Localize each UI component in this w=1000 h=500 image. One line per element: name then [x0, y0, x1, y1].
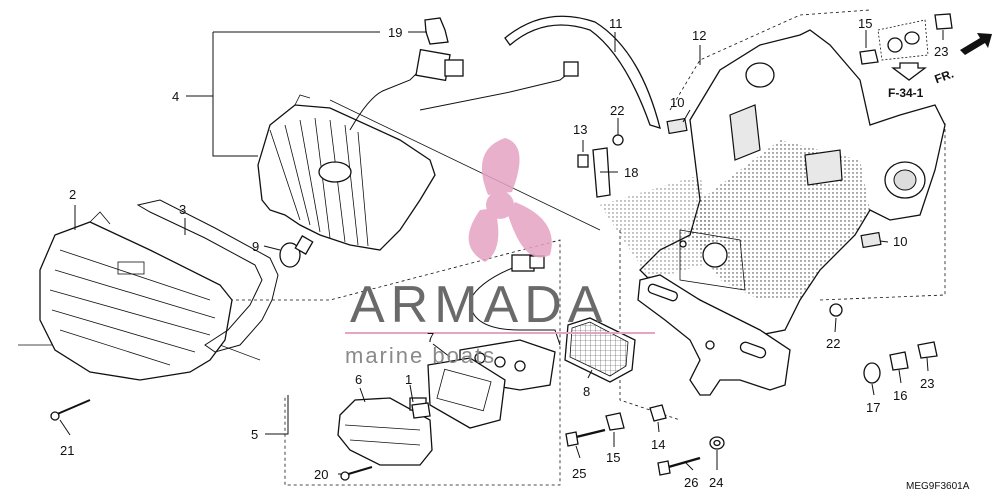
- bulb-part: [279, 235, 314, 268]
- callout-8: 8: [583, 384, 590, 399]
- callout-26: 26: [684, 475, 698, 490]
- callout-23-lower: 23: [920, 376, 934, 391]
- callout-7: 7: [427, 330, 434, 345]
- front-arrow-icon: [960, 33, 992, 55]
- callout-21: 21: [60, 443, 74, 458]
- callout-15-top: 15: [858, 16, 872, 31]
- callout-5: 5: [251, 427, 258, 442]
- callout-17: 17: [866, 400, 880, 415]
- callout-4: 4: [172, 89, 179, 104]
- rear-fender-part: [600, 29, 946, 336]
- callout-12: 12: [692, 28, 706, 43]
- callout-10-right: 10: [893, 234, 907, 249]
- callout-15-lower: 15: [606, 450, 620, 465]
- callout-23-top: 23: [934, 44, 948, 59]
- callout-1: 1: [405, 372, 412, 387]
- watermark-brand: ARMADA: [350, 276, 608, 334]
- watermark-logo: [468, 138, 552, 262]
- callout-19: 19: [388, 25, 402, 40]
- reference-label: F-34-1: [888, 86, 924, 100]
- callout-labels: 19 4 11 12 15 23 10 22 13 18 2 3 9 10 7 …: [60, 16, 970, 492]
- tail-lens-part: [39, 211, 233, 381]
- callout-20: 20: [314, 467, 328, 482]
- rubber-strip-part: [504, 15, 661, 129]
- callout-11: 11: [609, 16, 623, 31]
- callout-3: 3: [179, 202, 186, 217]
- clip-part: [424, 17, 449, 45]
- callout-25: 25: [572, 466, 586, 481]
- callout-2: 2: [69, 187, 76, 202]
- fasteners: [50, 13, 953, 481]
- leader-lines: [59, 30, 944, 475]
- callout-16: 16: [893, 388, 907, 403]
- callout-22-lower: 22: [826, 336, 840, 351]
- callout-14: 14: [651, 437, 665, 452]
- callout-10-top: 10: [670, 95, 684, 110]
- tail-housing-part: [257, 48, 579, 251]
- reference-arrow: [891, 62, 927, 81]
- callout-9: 9: [252, 239, 259, 254]
- callout-24: 24: [709, 475, 723, 490]
- callout-13: 13: [573, 122, 587, 137]
- watermark-text: ARMADA marine boats: [345, 276, 655, 368]
- callout-22-top: 22: [610, 103, 624, 118]
- callout-18: 18: [624, 165, 638, 180]
- license-bracket-part: [637, 274, 791, 396]
- front-label: FR.: [933, 67, 956, 87]
- watermark-tagline: marine boats: [345, 343, 496, 368]
- callout-6: 6: [355, 372, 362, 387]
- gasket-part: [136, 199, 279, 353]
- drawing-code: MEG9F3601A: [906, 481, 970, 492]
- license-light-part: [337, 357, 506, 466]
